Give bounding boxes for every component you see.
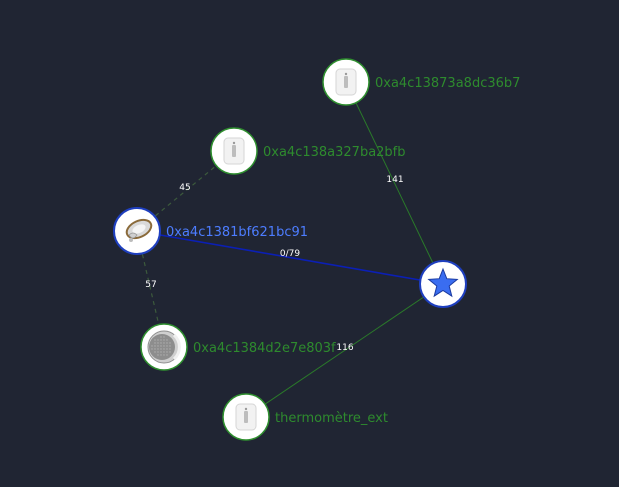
node-label: 0xa4c1384d2e7e803f bbox=[193, 341, 336, 356]
edge-label: 116 bbox=[336, 343, 353, 353]
sensor-device-icon bbox=[235, 403, 257, 431]
nodes-layer: 0xa4c13873a8dc36b7 0xa4c138a327ba2bfb 0xa4… bbox=[113, 58, 520, 441]
round-sensor-icon bbox=[147, 330, 181, 364]
coordinator-node[interactable] bbox=[419, 260, 467, 308]
device-node[interactable]: 0xa4c138a327ba2bfb bbox=[210, 127, 406, 175]
device-node[interactable]: 0xa4c13873a8dc36b7 bbox=[322, 58, 520, 106]
edge-label: 45 bbox=[179, 183, 190, 193]
edge-label: 141 bbox=[386, 175, 403, 185]
edge-coordinator-n1 bbox=[345, 81, 444, 285]
node-label: thermomètre_ext bbox=[275, 411, 388, 426]
smart-plug-icon bbox=[125, 218, 153, 242]
edge-coordinator-n5 bbox=[245, 283, 444, 418]
star-icon bbox=[427, 267, 459, 298]
edge-coordinator-n3 bbox=[136, 230, 444, 285]
edge-label: 57 bbox=[145, 280, 156, 290]
device-node[interactable]: thermomètre_ext bbox=[222, 393, 388, 441]
node-label: 0xa4c13873a8dc36b7 bbox=[375, 76, 520, 91]
device-node[interactable]: 0xa4c1381bf621bc91 bbox=[113, 207, 308, 255]
node-label: 0xa4c1381bf621bc91 bbox=[166, 225, 308, 240]
edge-labels-layer: 0/79 141 116 45 57 bbox=[145, 175, 403, 353]
sensor-device-icon bbox=[335, 68, 357, 96]
edge-label: 0/79 bbox=[280, 249, 300, 259]
sensor-device-icon bbox=[223, 137, 245, 165]
device-node[interactable]: 0xa4c1384d2e7e803f bbox=[140, 323, 336, 371]
node-label: 0xa4c138a327ba2bfb bbox=[263, 145, 406, 160]
